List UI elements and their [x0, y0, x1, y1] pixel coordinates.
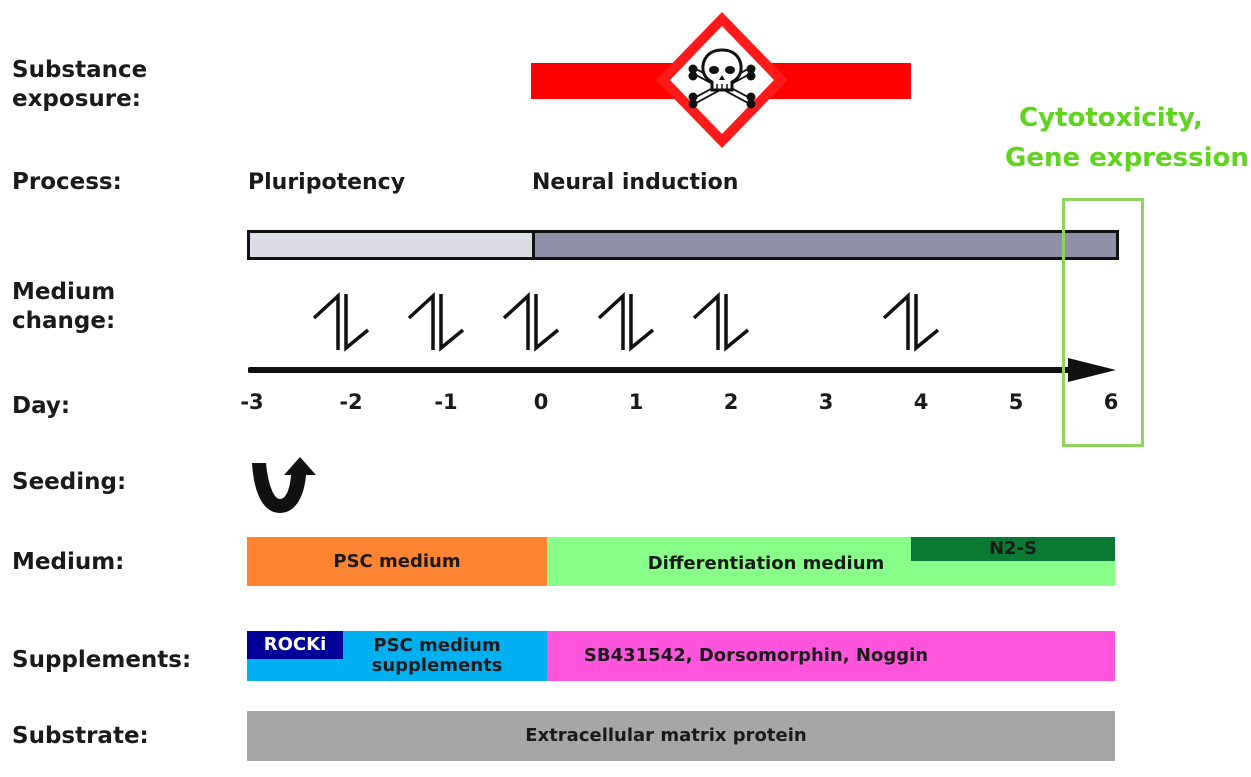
supplements-bar-neural: SB431542, Dorsomorphin, Noggin — [547, 631, 1115, 681]
day-label: -1 — [434, 390, 458, 414]
day-label: 1 — [628, 390, 644, 414]
day-label: 2 — [723, 390, 739, 414]
timeline-axis-arrow — [248, 358, 1116, 382]
process-phase-label-neural-induction: Neural induction — [532, 170, 739, 195]
process-phase-pluripotency — [250, 233, 535, 257]
supplements-psc-line2: supplements — [371, 655, 503, 676]
medium-change-icon — [407, 292, 465, 352]
label-medium-change: Medium change: — [12, 279, 116, 334]
process-phase-label-pluripotency: Pluripotency — [248, 170, 406, 195]
substrate-bar-label: Extracellular matrix protein — [525, 725, 807, 746]
process-bar — [247, 230, 1119, 260]
medium-change-icon — [597, 292, 655, 352]
label-substrate: Substrate: — [12, 723, 149, 749]
day-label: 5 — [1008, 390, 1024, 414]
medium-bar-psc-label: PSC medium — [333, 550, 461, 572]
day-label: 6 — [1103, 390, 1119, 414]
medium-bar-psc: PSC medium — [247, 537, 547, 586]
day-label: -3 — [240, 390, 264, 414]
label-seeding: Seeding: — [12, 469, 127, 495]
supplements-bar-psc-label: PSC medium supplements — [372, 636, 503, 676]
day-label: 3 — [818, 390, 834, 414]
day-label: -2 — [339, 390, 363, 414]
day-label: 0 — [533, 390, 549, 414]
supplements-bar-neural-label: SB431542, Dorsomorphin, Noggin — [583, 645, 929, 666]
supplements-psc-line1: PSC medium — [373, 635, 501, 656]
label-substance-exposure: Substance exposure: — [12, 56, 162, 114]
medium-bar-n2s-label: N2-S — [988, 538, 1038, 559]
substrate-bar: Extracellular matrix protein — [247, 711, 1115, 761]
label-process: Process: — [12, 169, 122, 195]
curved-arrow-up-icon — [252, 457, 316, 513]
skull-crossbones-hazard-icon — [656, 12, 788, 148]
medium-change-icon — [692, 292, 750, 352]
day-label: 4 — [913, 390, 929, 414]
medium-change-icon — [502, 292, 560, 352]
label-medium: Medium: — [12, 549, 125, 575]
label-text: Substance exposure: — [12, 57, 148, 112]
readout-label: Cytotoxicity, Gene expression — [1005, 98, 1251, 178]
readout-line-2: Gene expression — [1005, 143, 1249, 173]
readout-highlight-box — [1062, 198, 1144, 447]
medium-bar-differentiation-label: Differentiation medium — [647, 552, 885, 574]
medium-bar-n2s: N2-S — [911, 537, 1115, 561]
label-day: Day: — [12, 393, 71, 419]
supplements-bar-rocki: ROCKi — [247, 631, 343, 659]
process-phase-neural-induction — [535, 233, 1116, 257]
medium-change-icon — [882, 292, 940, 352]
label-supplements: Supplements: — [12, 647, 192, 673]
supplements-bar-rocki-label: ROCKi — [263, 634, 327, 655]
medium-change-icon — [312, 292, 370, 352]
readout-line-1: Cytotoxicity, — [1019, 103, 1203, 133]
